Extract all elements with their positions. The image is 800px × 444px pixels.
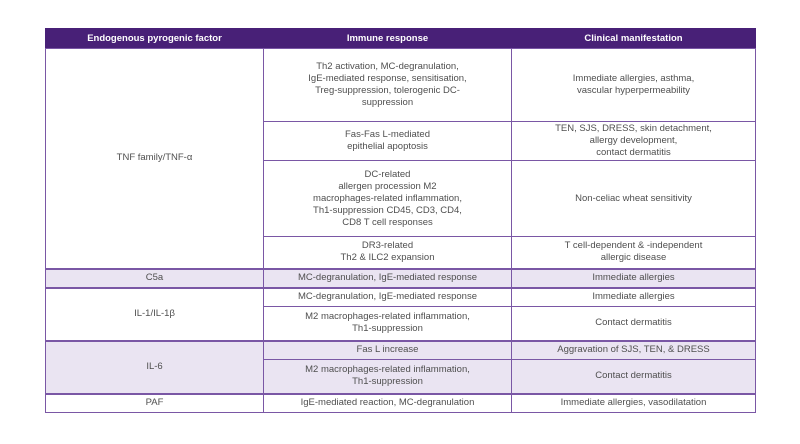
- table-row: TNF family/TNF-α Th2 activation, MC-degr…: [45, 48, 756, 269]
- column-header-clinical-manifestation: Clinical manifestation: [511, 28, 756, 49]
- table-row: M2 macrophages-related inflammation, Th1…: [46, 359, 756, 394]
- immune-cell: M2 macrophages-related inflammation, Th1…: [263, 359, 512, 394]
- clinical-cell: Non-celiac wheat sensitivity: [511, 160, 756, 237]
- table-row: DR3-related Th2 & ILC2 expansion T cell-…: [46, 236, 756, 269]
- immune-cell: DC-related allergen procession M2 macrop…: [263, 160, 512, 237]
- immune-cell: M2 macrophages-related inflammation, Th1…: [263, 306, 512, 341]
- header-row: Endogenous pyrogenic factor Immune respo…: [45, 28, 756, 49]
- clinical-cell: Immediate allergies, asthma, vascular hy…: [511, 48, 756, 122]
- immune-cell: DR3-related Th2 & ILC2 expansion: [263, 236, 512, 269]
- factor-cell-il6: IL-6: [45, 339, 264, 394]
- clinical-cell: Immediate allergies, vasodilatation: [511, 392, 756, 413]
- table-row: C5a MC-degranulation, IgE-mediated respo…: [45, 267, 756, 288]
- immune-cell: MC-degranulation, IgE-mediated response: [263, 286, 512, 307]
- table-row: M2 macrophages-related inflammation, Th1…: [46, 306, 756, 341]
- clinical-cell: Immediate allergies: [511, 267, 756, 288]
- immune-cell: IgE-mediated reaction, MC-degranulation: [263, 392, 512, 413]
- factor-cell-il1: IL-1/IL-1β: [45, 286, 264, 341]
- immune-cell: Fas L increase: [263, 339, 512, 360]
- clinical-cell: T cell-dependent & -independent allergic…: [511, 236, 756, 269]
- factor-cell-tnf: TNF family/TNF-α: [45, 48, 264, 269]
- clinical-cell: Aggravation of SJS, TEN, & DRESS: [511, 339, 756, 360]
- factor-cell-c5a: C5a: [45, 267, 264, 288]
- table-row: PAF IgE-mediated reaction, MC-degranulat…: [45, 392, 756, 413]
- clinical-cell: Immediate allergies: [511, 286, 756, 307]
- clinical-cell: Contact dermatitis: [511, 306, 756, 341]
- clinical-cell: TEN, SJS, DRESS, skin detachment, allerg…: [511, 121, 756, 161]
- table-row: IL-6 Fas L increase Aggravation of SJS, …: [45, 339, 756, 394]
- table-row: Fas-Fas L-mediated epithelial apoptosis …: [46, 121, 756, 161]
- column-header-factor: Endogenous pyrogenic factor: [45, 28, 264, 49]
- column-header-immune-response: Immune response: [263, 28, 512, 49]
- clinical-cell: Contact dermatitis: [511, 359, 756, 394]
- immune-cell: Th2 activation, MC-degranulation, IgE-me…: [263, 48, 512, 122]
- factor-cell-paf: PAF: [45, 392, 264, 413]
- table-row: IL-1/IL-1β MC-degranulation, IgE-mediate…: [45, 286, 756, 341]
- immune-cell: Fas-Fas L-mediated epithelial apoptosis: [263, 121, 512, 161]
- immune-cell: MC-degranulation, IgE-mediated response: [263, 267, 512, 288]
- pyrogenic-factors-table: Endogenous pyrogenic factor Immune respo…: [45, 28, 756, 413]
